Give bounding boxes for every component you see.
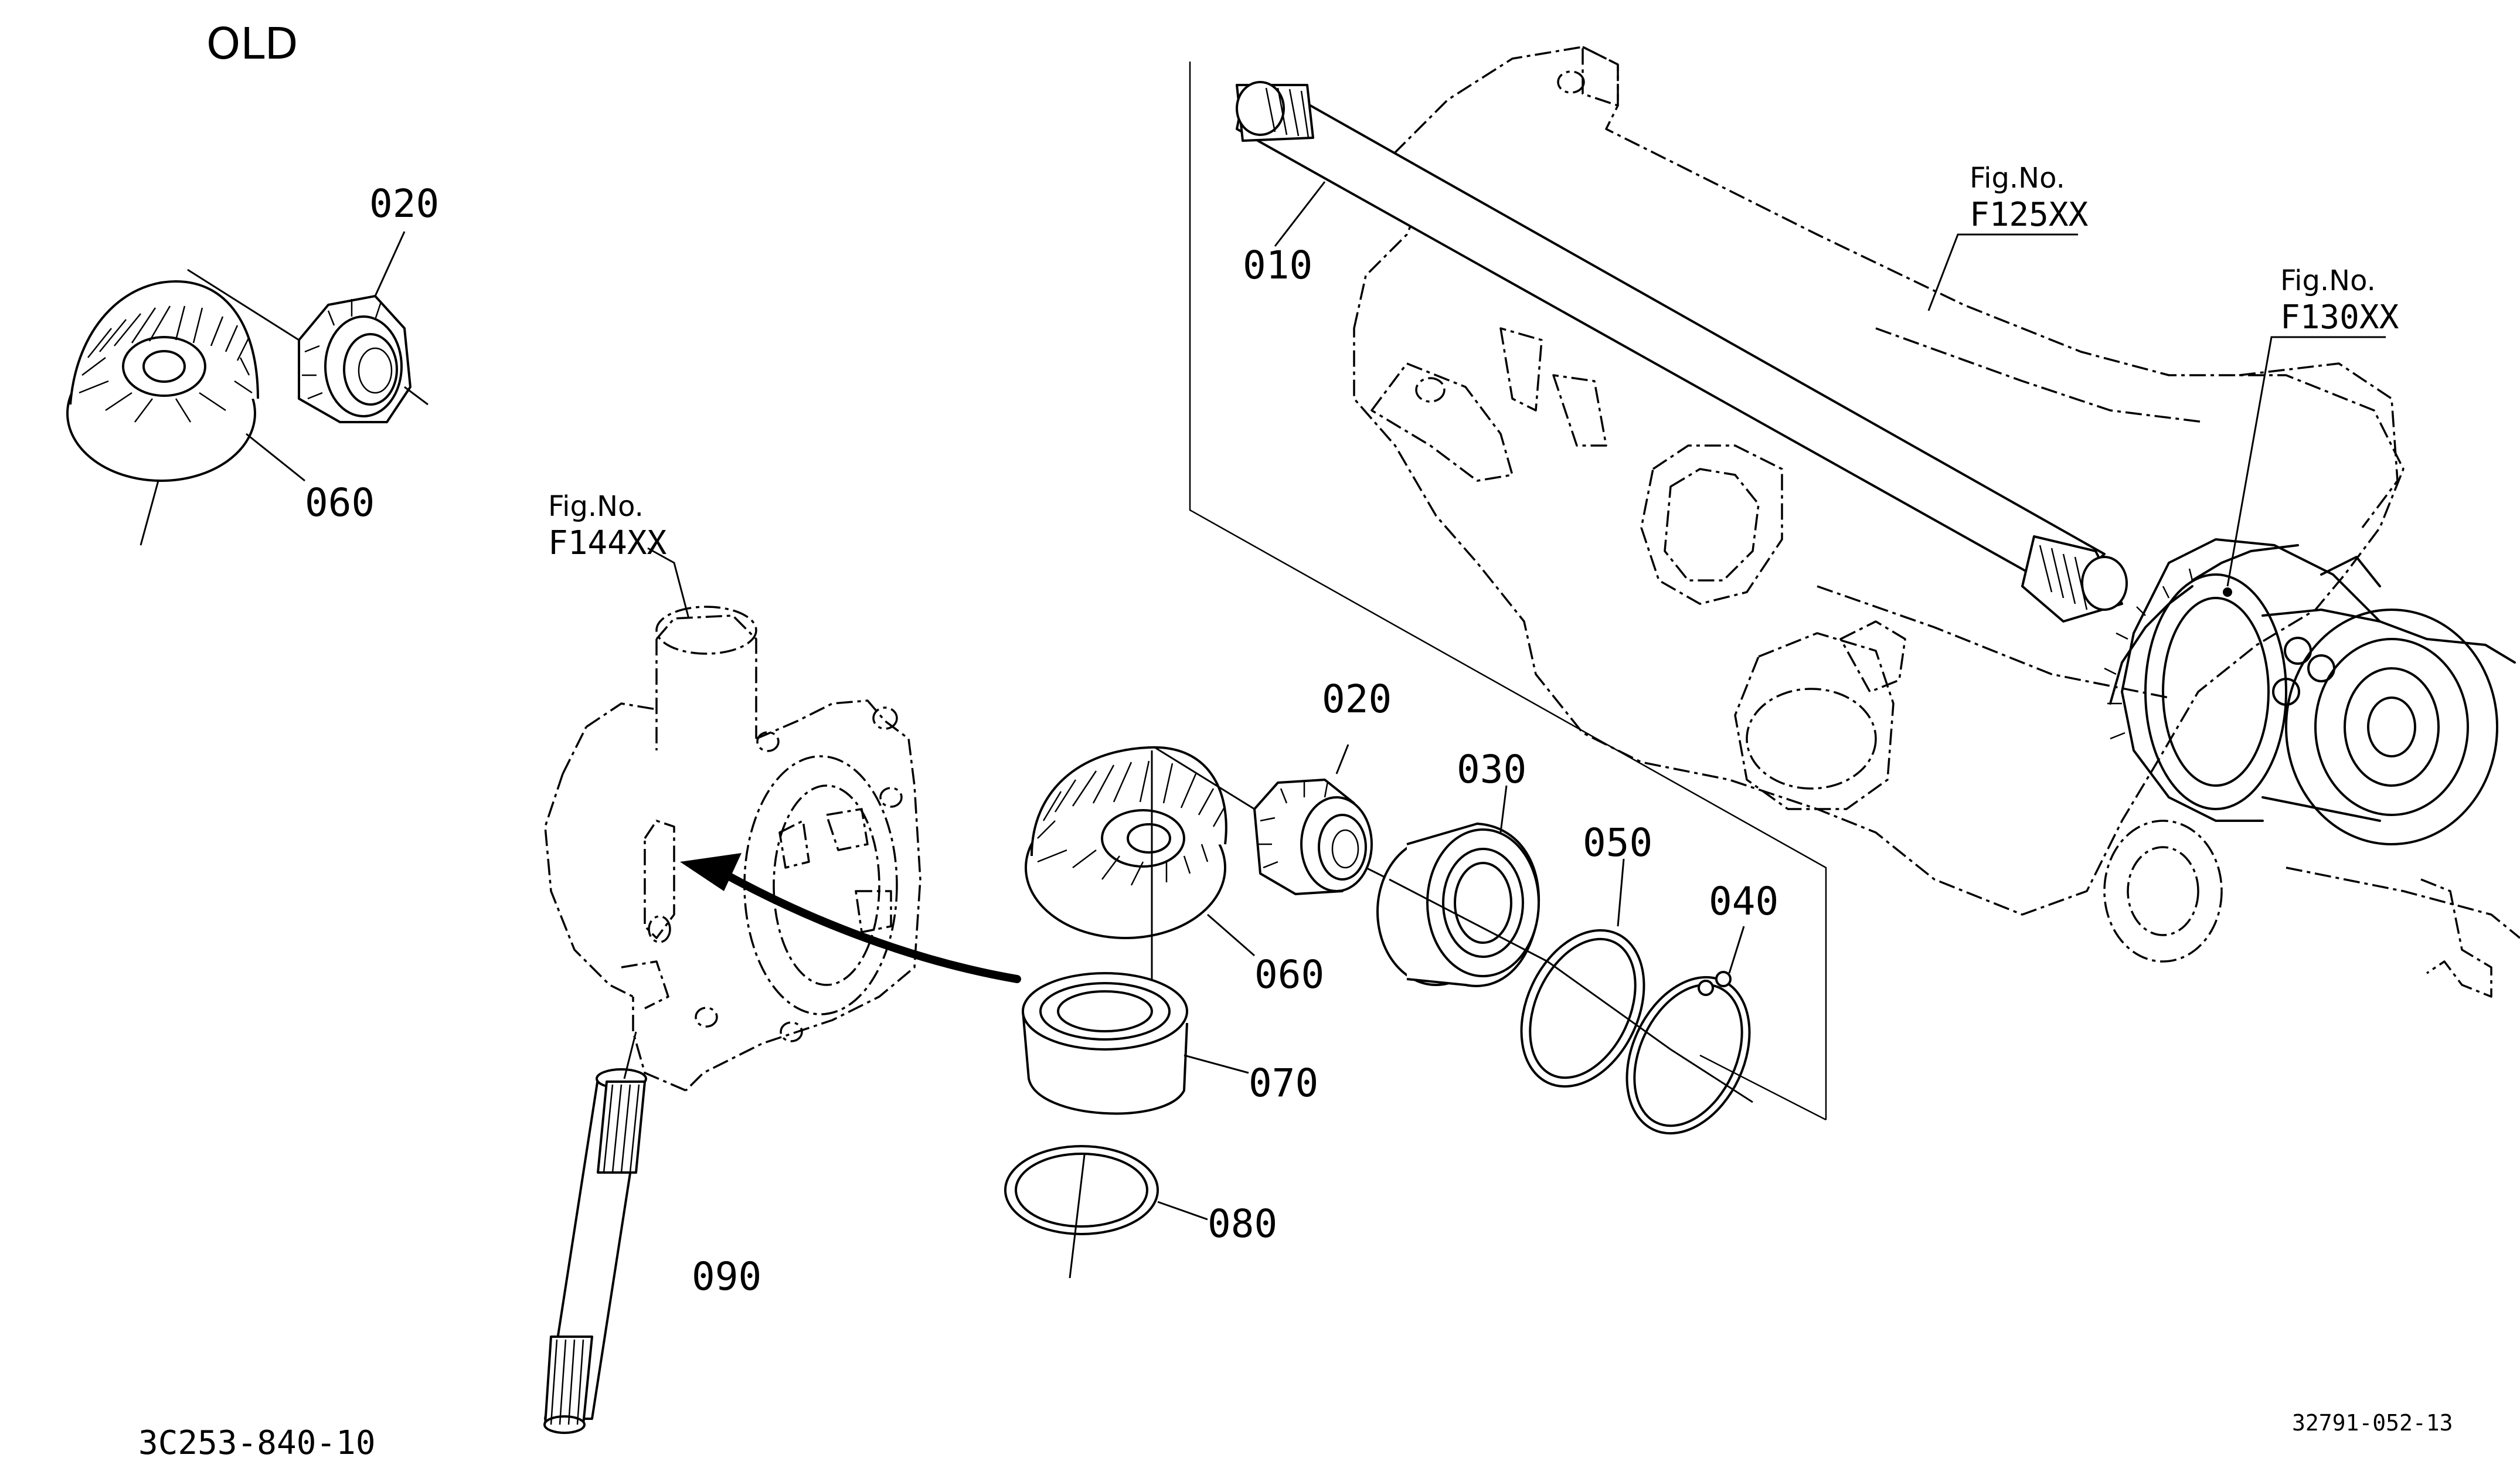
label-010: 010 [1243,243,1312,288]
label-030: 030 [1457,747,1526,792]
circlip-040 [1625,926,1753,1135]
fig-f130-code: F130XX [2280,298,2399,337]
shaft-090 [543,1031,647,1434]
label-040: 040 [1709,879,1778,924]
fig-f144-code: F144XX [548,524,667,562]
leader-010 [1274,181,1326,247]
fig-f144-leader [647,547,690,619]
fig-f144-title: Fig.No. [548,490,644,523]
fig-f130-title: Fig.No. [2280,264,2376,297]
label-070: 070 [1249,1061,1318,1106]
part-number: 3C253-840-10 [138,1424,376,1462]
fig-f125-title: Fig.No. [1970,162,2065,195]
bevel-gear-case-outline [544,606,921,1092]
old-bevel-gear-060 [66,280,305,546]
label-090: 090 [692,1254,761,1299]
label-050: 050 [1583,820,1652,865]
final-drive-gear-assembly [2104,538,2516,845]
fig-f125-code: F125XX [1970,196,2089,234]
seal-ring-080 [1004,1145,1208,1279]
ball-bearing-030 [1376,785,1548,987]
label-060-old: 060 [305,480,375,525]
label-060: 060 [1254,952,1324,997]
label-020: 020 [1322,677,1392,722]
fig-f130-pointer [2223,587,2232,597]
state-label-old: OLD [206,19,298,69]
label-080: 080 [1208,1201,1277,1246]
ball-bearing-070 [1022,972,1249,1115]
shaft-010 [1236,81,2128,623]
drawing-number: 32791-052-13 [2292,1410,2453,1436]
assembly-plane-outline [1189,62,1827,1120]
fig-f130-leader [2226,336,2386,587]
bevel-gear-060 [1025,746,1255,1029]
transfer-arrow [680,853,1021,983]
old-pinion-020 [187,231,428,423]
axle-housing-outline [1353,46,2520,998]
fig-f125-leader [1927,233,2078,311]
snap-ring-050 [1520,858,1671,1088]
label-020-old: 020 [369,181,439,226]
pinion-020 [1154,744,1390,895]
